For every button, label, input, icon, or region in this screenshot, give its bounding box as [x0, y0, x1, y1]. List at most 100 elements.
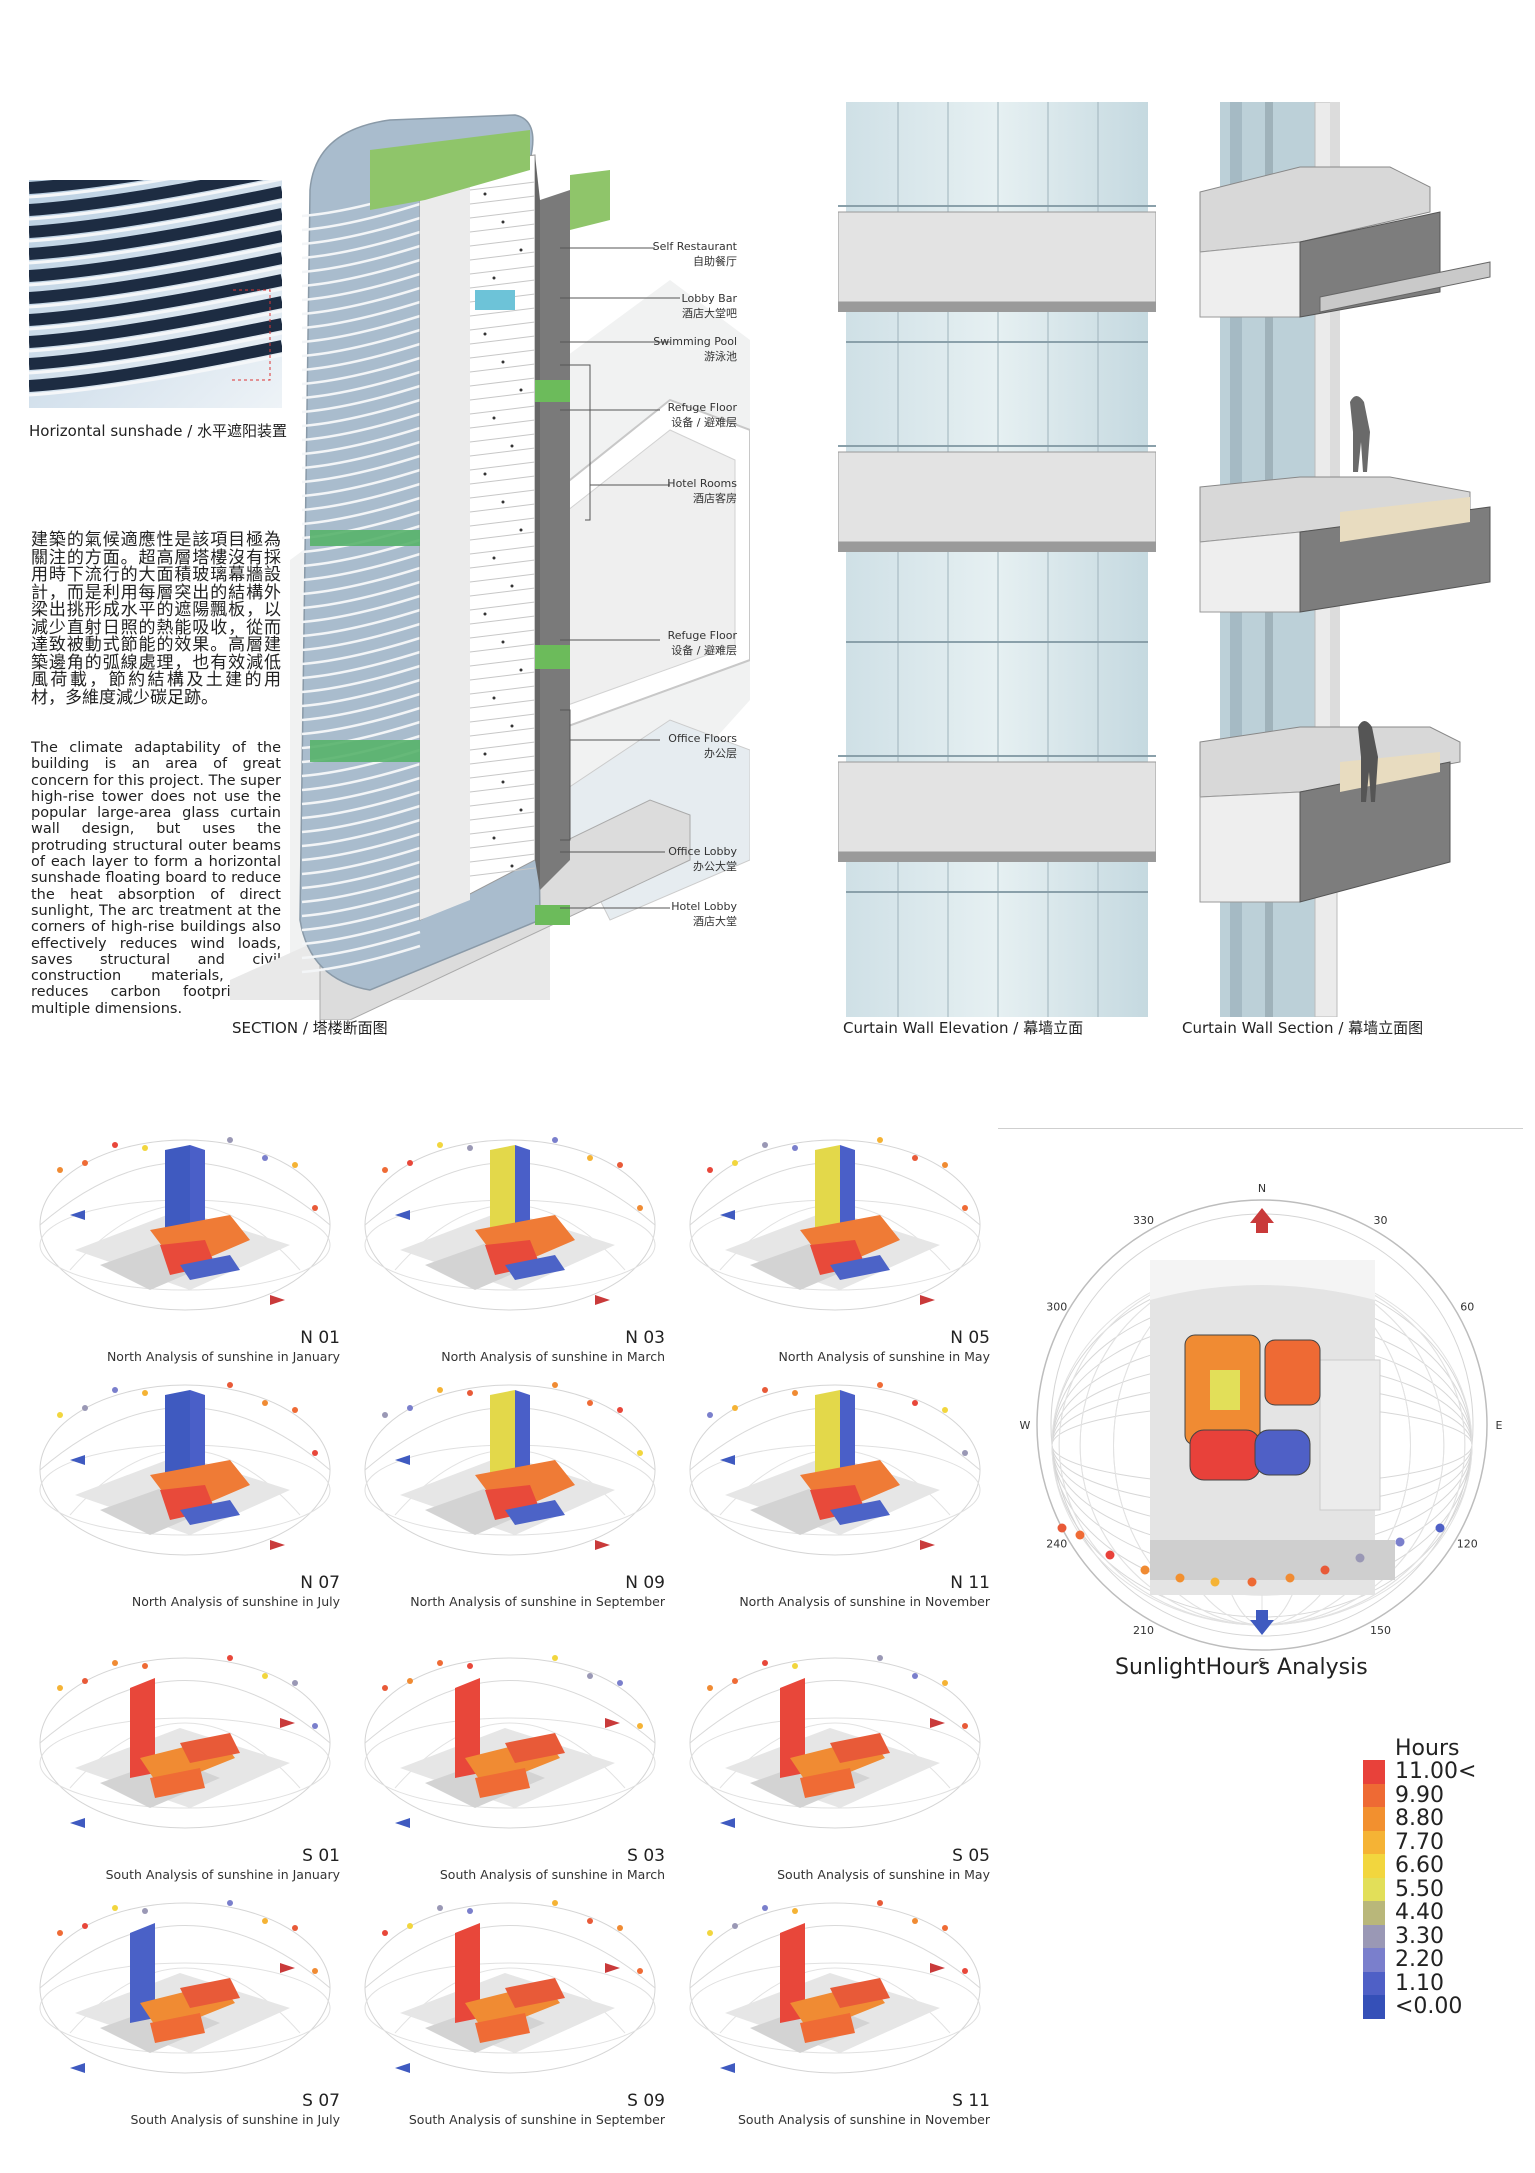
tile-caption: South Analysis of sunshine in May [777, 1867, 990, 1882]
compass-label: W [1020, 1419, 1031, 1432]
label-office-floors: Office Floors 办公层 [668, 732, 737, 760]
legend-swatch [1363, 1924, 1385, 1948]
legend-item: 3.30 [1363, 1923, 1513, 1949]
tile-caption: North Analysis of sunshine in September [410, 1594, 665, 1609]
tile-code: S 03 [627, 1846, 665, 1866]
curtain-wall-elevation [837, 102, 1157, 1017]
tile-code: N 01 [300, 1328, 340, 1348]
legend-swatch [1363, 1854, 1385, 1878]
section-leader-lines [560, 240, 740, 920]
legend-label: 11.00< [1395, 1759, 1477, 1785]
sun-dome-diagram [364, 1137, 656, 1311]
legend-item: 2.20 [1363, 1948, 1513, 1972]
legend-item: 1.10 [1363, 1970, 1513, 1996]
tile-caption: South Analysis of sunshine in March [439, 1867, 665, 1882]
tile-code: N 07 [300, 1573, 340, 1593]
sun-dome-diagram [689, 1382, 981, 1556]
legend-swatch [1363, 1948, 1385, 1972]
compass-label: 300 [1046, 1301, 1067, 1314]
tile-caption: South Analysis of sunshine in January [105, 1867, 340, 1882]
compass-label: S [1259, 1656, 1266, 1669]
legend-item: 11.00< [1363, 1760, 1513, 1784]
tile-code: N 03 [625, 1328, 665, 1348]
tile-caption: South Analysis of sunshine in July [130, 2112, 341, 2127]
legend-swatch [1363, 1901, 1385, 1925]
sun-dome-diagram [39, 1900, 331, 2074]
sun-dome-diagram [39, 1655, 331, 1829]
sun-dome-diagram [364, 1382, 656, 1556]
legend-item: 4.40 [1363, 1901, 1513, 1925]
label-hotel-lobby: Hotel Lobby 酒店大堂 [671, 900, 737, 928]
label-refuge-floor-upper: Refuge Floor 设备 / 避难层 [667, 401, 737, 429]
label-lobby-bar: Lobby Bar 酒店大堂吧 [681, 292, 737, 320]
legend-swatch [1363, 1995, 1385, 2019]
zh-paragraph: 建築的氣候適應性是該項目極為關注的方面。超高層塔樓沒有採用時下流行的大面積玻璃幕… [31, 530, 281, 708]
legend-swatch [1363, 1783, 1385, 1807]
tile-caption: North Analysis of sunshine in July [131, 1594, 340, 1609]
tile-code: N 09 [625, 1573, 665, 1593]
sun-dome-diagram [39, 1137, 331, 1311]
sun-dome-diagram [689, 1655, 981, 1829]
legend-label: 6.60 [1395, 1853, 1444, 1879]
tile-caption: North Analysis of sunshine in May [778, 1349, 991, 1364]
en-paragraph: The climate adaptability of the building… [31, 740, 281, 1017]
compass-label: E [1496, 1419, 1503, 1432]
legend-label: 2.20 [1395, 1947, 1444, 1973]
sun-dome-diagram [689, 1137, 981, 1311]
sun-dome-diagram [689, 1900, 981, 2074]
legend-item: 8.80 [1363, 1807, 1513, 1831]
tile-code: S 05 [952, 1846, 990, 1866]
label-hotel-rooms: Hotel Rooms 酒店客房 [667, 477, 737, 505]
tower-section-drawing [214, 100, 751, 1021]
legend-item: 7.70 [1363, 1829, 1513, 1855]
legend-label: 3.30 [1395, 1923, 1444, 1949]
compass-label: 150 [1370, 1624, 1391, 1637]
legend-swatch [1363, 1877, 1385, 1901]
legend-swatch [1363, 1971, 1385, 1995]
tile-caption: South Analysis of sunshine in November [737, 2112, 990, 2127]
label-office-lobby: Office Lobby 办公大堂 [668, 845, 737, 873]
legend-label: 7.70 [1395, 1829, 1444, 1855]
tile-code: N 11 [950, 1573, 990, 1593]
tile-code: N 05 [950, 1328, 990, 1348]
compass-label: 330 [1133, 1214, 1154, 1227]
tile-code: S 09 [627, 2091, 665, 2111]
tile-caption: North Analysis of sunshine in January [106, 1349, 340, 1364]
sunshade-caption: Horizontal sunshade / 水平遮阳装置 [29, 422, 288, 440]
compass-label: 240 [1046, 1538, 1067, 1551]
legend-label: 4.40 [1395, 1900, 1444, 1926]
legend-label: <0.00 [1395, 1994, 1463, 2020]
tile-caption: South Analysis of sunshine in September [408, 2112, 665, 2127]
legend-label: 1.10 [1395, 1970, 1444, 1996]
compass-label: 120 [1457, 1538, 1478, 1551]
compass-label: N [1258, 1182, 1266, 1195]
legend-item: 9.90 [1363, 1783, 1513, 1807]
label-refuge-floor-lower: Refuge Floor 设备 / 避难层 [667, 629, 737, 657]
section-caption: SECTION / 塔楼断面图 [232, 1019, 388, 1037]
legend-item: 6.60 [1363, 1854, 1513, 1878]
compass-title: SunlightHours Analysis [1115, 1655, 1368, 1680]
tile-caption: North Analysis of sunshine in March [441, 1349, 665, 1364]
label-swimming-pool: Swimming Pool 游泳池 [653, 335, 737, 363]
legend-swatch [1363, 1807, 1385, 1831]
compass-label: 210 [1133, 1624, 1154, 1637]
tile-code: S 01 [302, 1846, 340, 1866]
legend-title: Hours [1395, 1736, 1460, 1761]
tile-caption: North Analysis of sunshine in November [739, 1594, 990, 1609]
legend-swatch [1363, 1830, 1385, 1854]
curtain-section-caption: Curtain Wall Section / 幕墙立面图 [1182, 1019, 1424, 1037]
tile-code: S 07 [302, 2091, 340, 2111]
legend-label: 8.80 [1395, 1806, 1444, 1832]
tile-code: S 11 [952, 2091, 990, 2111]
sun-dome-diagram [39, 1382, 331, 1556]
